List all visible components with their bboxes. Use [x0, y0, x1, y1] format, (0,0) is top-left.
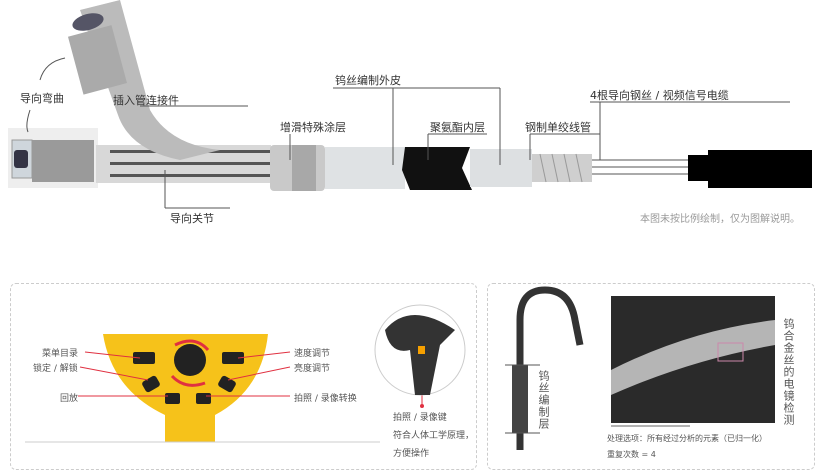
cable-end: [688, 155, 710, 181]
label-playback: 回放: [60, 394, 79, 404]
steel-spiral: [532, 154, 592, 182]
trigger-caption-3: 方便操作: [393, 449, 430, 459]
label-menu: 菜单目录: [42, 349, 79, 359]
sem-panel: [487, 283, 815, 470]
label-guide-joint: 导向关节: [170, 212, 214, 225]
label-connector: 插入管连接件: [113, 94, 179, 107]
label-coating: 增滑特殊涂层: [280, 121, 346, 134]
label-lock: 锁定 / 解锁: [33, 364, 78, 374]
sem-caption-1: 处理选项：所有经过分析的元素（已归一化）: [607, 434, 767, 443]
sem-caption-2: 重复次数 = 4: [607, 450, 656, 459]
joystick: [174, 344, 206, 376]
label-speed: 速度调节: [294, 349, 331, 359]
insertion-tube-diagram: [8, 0, 812, 209]
label-braid-layer: 钨丝编制层: [537, 370, 550, 430]
scale-note: 本图未按比例绘制，仅为图解说明。: [640, 214, 800, 225]
label-photo-video-switch: 拍照 / 录像转换: [294, 394, 357, 404]
trigger-caption-2: 符合人体工学原理，: [393, 431, 475, 441]
label-steel-tube: 钢制单绞线管: [525, 121, 591, 134]
label-brightness: 亮度调节: [294, 364, 331, 374]
label-pu-layer: 聚氨酯内层: [430, 121, 485, 134]
trigger-caption-1: 拍照 / 录像键: [393, 413, 447, 423]
label-cables: 4根导向钢丝 / 视频信号电缆: [590, 89, 729, 102]
label-guide-bend: 导向弯曲: [20, 92, 64, 105]
pu-layer: [402, 147, 472, 190]
outer-braid: [325, 147, 405, 189]
label-sem-title: 钨合金丝的电镜检测: [782, 318, 795, 426]
controller-panel: [10, 283, 477, 470]
label-tungsten-braid: 钨丝编制外皮: [335, 74, 401, 87]
